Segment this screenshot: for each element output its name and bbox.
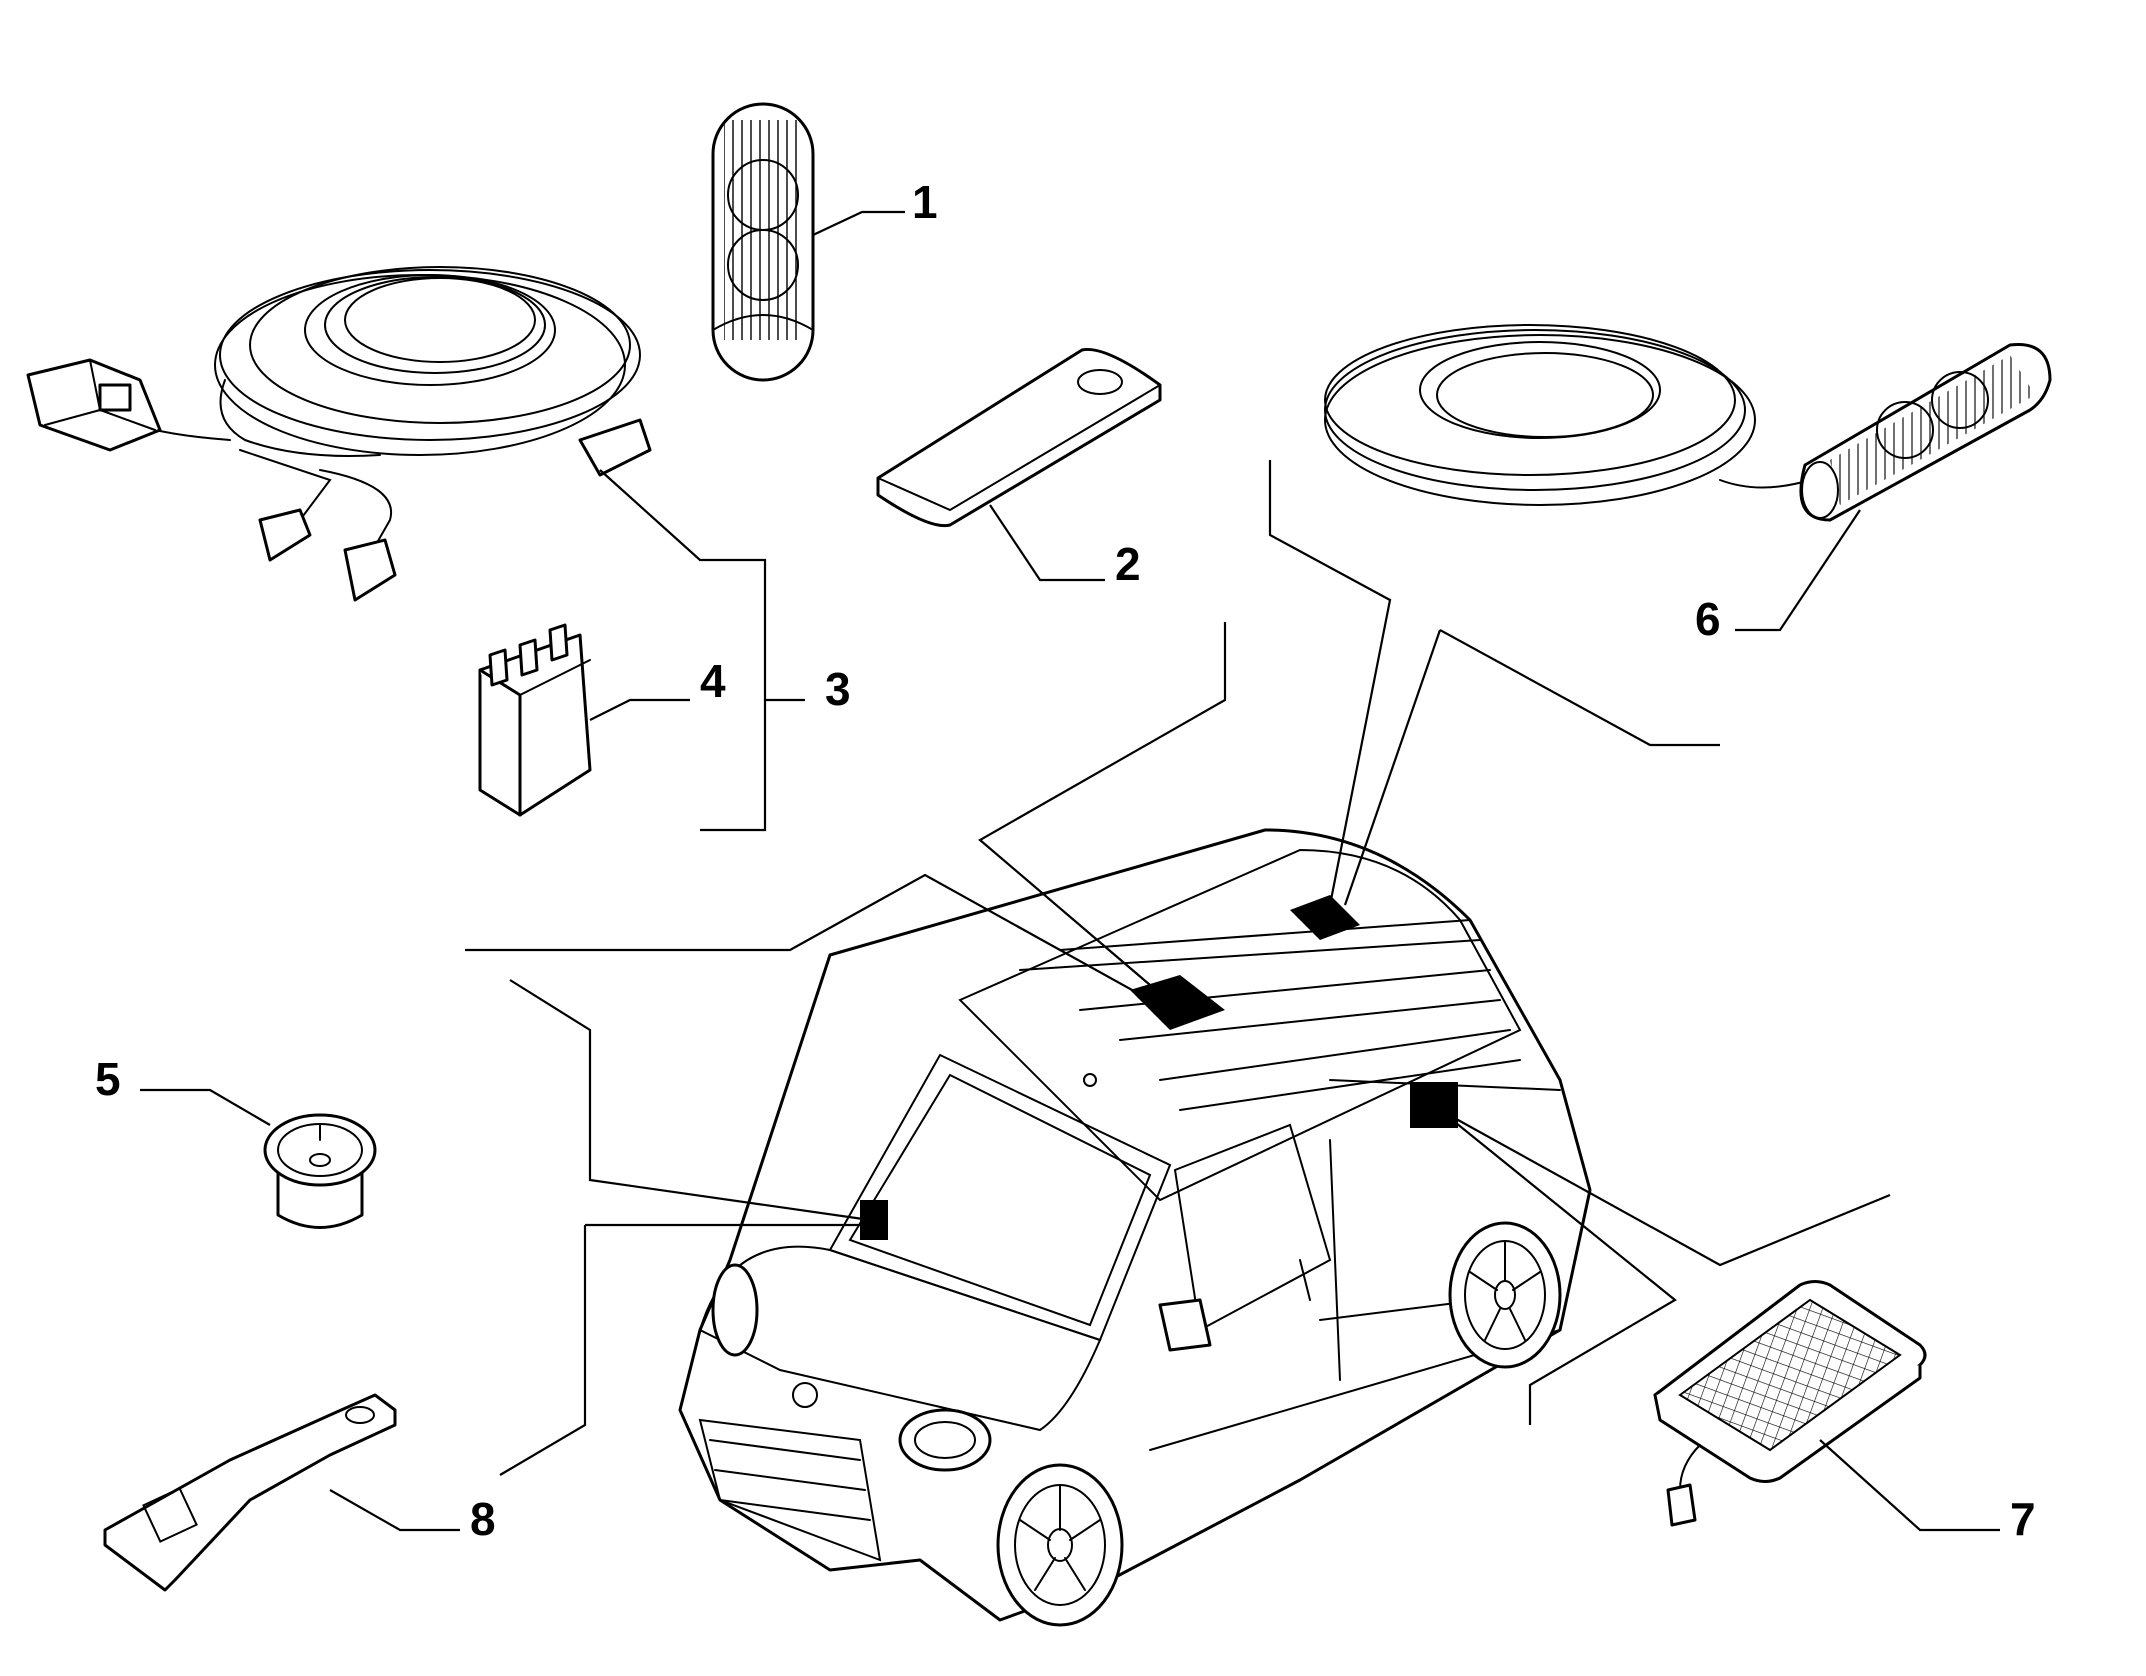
callout-8: 8 bbox=[470, 1493, 496, 1545]
part-6-cable-with-lamp bbox=[1324, 324, 2052, 522]
callout-2: 2 bbox=[1115, 538, 1141, 590]
part-4-relay bbox=[478, 623, 592, 817]
part-5-round-switch bbox=[263, 1113, 377, 1229]
callout-3: 3 bbox=[825, 663, 851, 715]
part-8-key-tab bbox=[103, 1393, 397, 1592]
callout-4: 4 bbox=[700, 655, 726, 707]
callout-5: 5 bbox=[95, 1053, 121, 1105]
callout-6: 6 bbox=[1695, 593, 1721, 645]
van-illustration bbox=[678, 828, 1592, 1627]
part-7-interior-lamp bbox=[1653, 1280, 1927, 1527]
marker-side bbox=[1410, 1082, 1458, 1128]
part-3-wiring-harness bbox=[26, 266, 652, 602]
callout-7: 7 bbox=[2010, 1493, 2036, 1545]
marker-roof-front bbox=[1130, 975, 1225, 1030]
callout-1: 1 bbox=[912, 176, 938, 228]
callout-numbers: 1 2 3 4 5 6 7 8 bbox=[95, 176, 2036, 1545]
part-1-lamp-lens bbox=[711, 102, 815, 382]
leader-lines bbox=[140, 210, 2000, 1532]
part-2-plate bbox=[876, 347, 1162, 528]
marker-roof-rear bbox=[1290, 895, 1360, 940]
